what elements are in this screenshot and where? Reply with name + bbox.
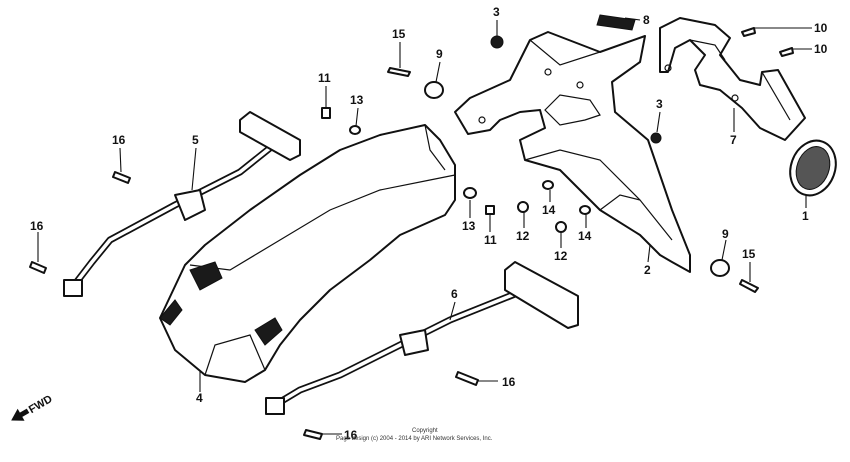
copyright-line-2: Page design (c) 2004 - 2014 by ARI Netwo… bbox=[336, 436, 493, 442]
hardware bbox=[29, 27, 794, 440]
callout-labels: 3 8 10 10 15 9 11 13 3 7 16 5 1 13 11 12… bbox=[30, 5, 828, 442]
fwd-label: FWD bbox=[27, 393, 55, 416]
callout-13: 13 bbox=[462, 219, 476, 233]
callout-5: 5 bbox=[192, 133, 199, 147]
callout-15: 15 bbox=[742, 247, 756, 261]
callout-10: 10 bbox=[814, 42, 828, 56]
callout-11: 11 bbox=[484, 233, 497, 247]
callout-15: 15 bbox=[392, 27, 406, 41]
callout-3: 3 bbox=[493, 5, 500, 19]
copyright-notice: Copyright Page design (c) 2004 - 2014 by… bbox=[336, 428, 493, 442]
rear-fender-part-2 bbox=[454, 31, 691, 273]
callout-6: 6 bbox=[451, 287, 458, 301]
callout-9: 9 bbox=[436, 47, 443, 61]
callout-13: 13 bbox=[350, 93, 364, 107]
callout-7: 7 bbox=[730, 133, 737, 147]
callout-4: 4 bbox=[196, 391, 203, 405]
callout-10: 10 bbox=[814, 21, 828, 35]
callout-14: 14 bbox=[578, 229, 592, 243]
inner-fender-part-4 bbox=[159, 124, 456, 383]
callout-16: 16 bbox=[502, 375, 516, 389]
fwd-arrow-icon: FWD bbox=[11, 393, 55, 421]
leader-lines bbox=[37, 17, 812, 435]
callout-8: 8 bbox=[643, 13, 650, 27]
callout-16: 16 bbox=[30, 219, 44, 233]
callout-11: 11 bbox=[318, 71, 331, 85]
callout-1: 1 bbox=[802, 209, 809, 223]
copyright-line-1: Copyright bbox=[412, 428, 438, 434]
callout-12: 12 bbox=[554, 249, 568, 263]
callout-14: 14 bbox=[542, 203, 556, 217]
stay-rod-part-5 bbox=[63, 111, 301, 297]
callout-3: 3 bbox=[656, 97, 663, 111]
bracket-part-7 bbox=[659, 17, 806, 141]
callout-12: 12 bbox=[516, 229, 530, 243]
reflector-part-1 bbox=[789, 139, 837, 197]
stay-rod-part-6 bbox=[265, 261, 579, 415]
callout-9: 9 bbox=[722, 227, 729, 241]
callout-16: 16 bbox=[112, 133, 126, 147]
callout-2: 2 bbox=[644, 263, 651, 277]
emblem-part-8 bbox=[596, 14, 636, 31]
callout-16: 16 bbox=[344, 428, 358, 442]
